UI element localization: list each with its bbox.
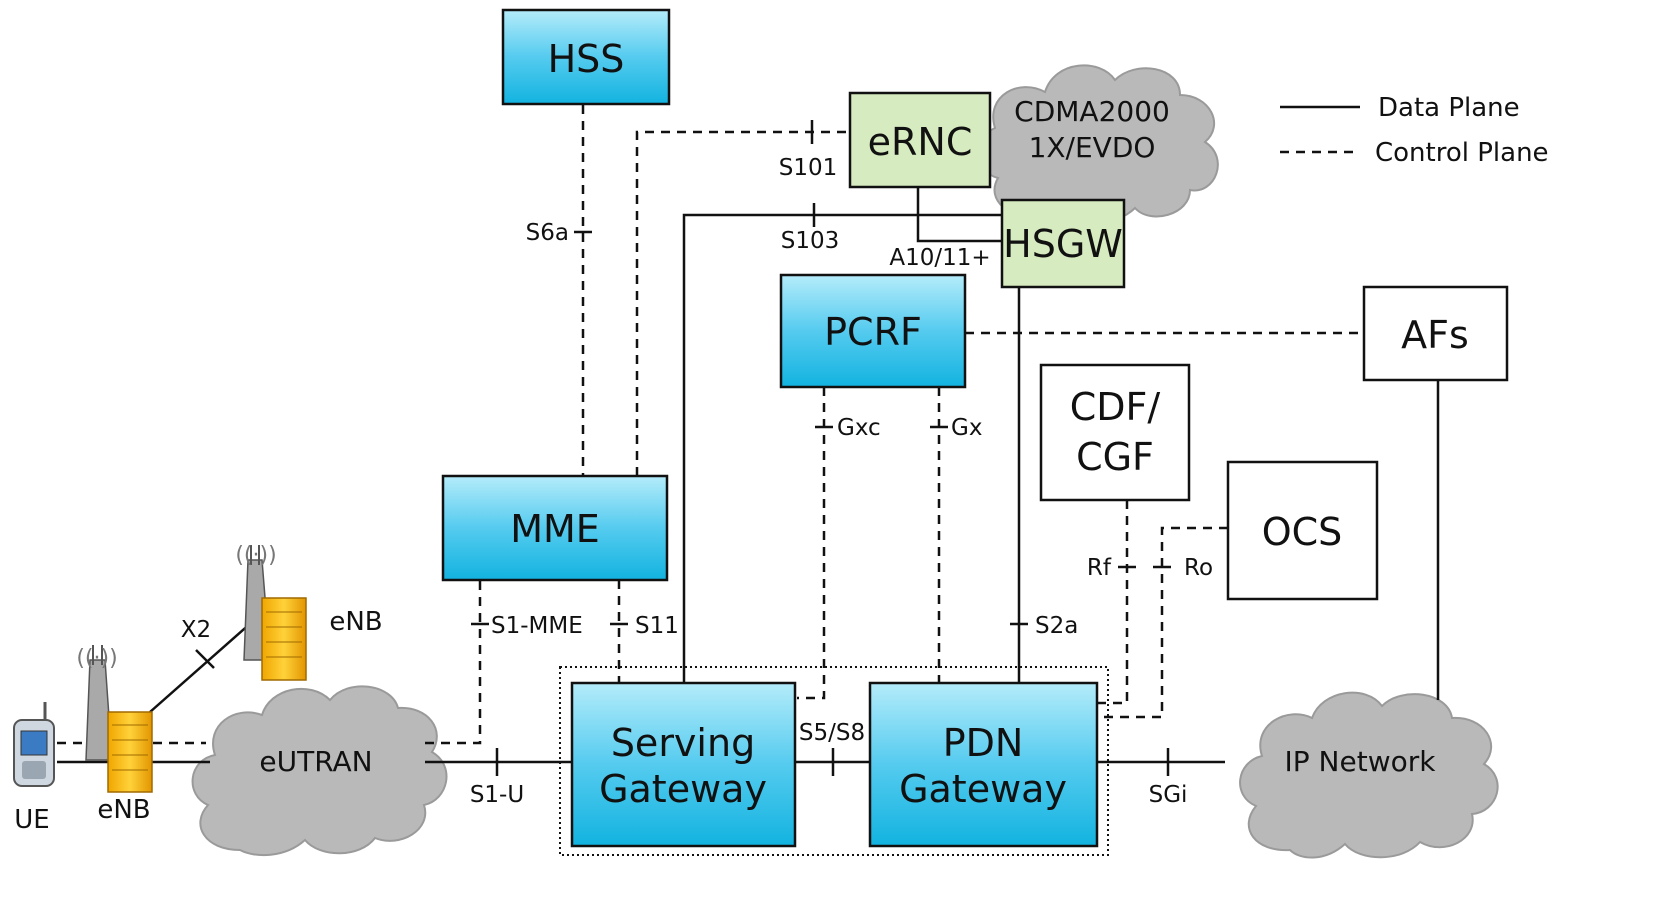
- afs-label: AFs: [1401, 313, 1469, 357]
- line-eutran-mme: [425, 580, 482, 745]
- gx-label: Gx: [951, 415, 982, 441]
- line-rf: [1097, 500, 1129, 705]
- line-s103: [682, 213, 1002, 683]
- s6a-label: S6a: [526, 220, 569, 246]
- hsgw-label: HSGW: [1003, 222, 1123, 266]
- svg-text:((·)): ((·)): [235, 543, 276, 568]
- line-ro: [1097, 526, 1228, 719]
- s1mme-label: S1-MME: [491, 613, 583, 639]
- cdf-label-2: CGF: [1076, 435, 1154, 479]
- line-gxc: [797, 387, 826, 700]
- ip-network-label: IP Network: [1285, 745, 1437, 778]
- pdn-gateway-node[interactable]: PDN Gateway: [868, 681, 1099, 848]
- cdma-label-1: CDMA2000: [1014, 95, 1170, 128]
- pgw-label-1: PDN: [943, 721, 1024, 765]
- legend-control-plane-label: Control Plane: [1375, 138, 1549, 168]
- s101-label: S101: [779, 155, 838, 181]
- line-s101: [635, 130, 850, 476]
- serving-gateway-node[interactable]: Serving Gateway: [570, 681, 797, 848]
- line-a10: [916, 188, 1002, 243]
- enb-upper-icon[interactable]: ((·)): [235, 543, 307, 681]
- s11-label: S11: [635, 613, 679, 639]
- x2-label: X2: [181, 617, 211, 643]
- s2a-label: S2a: [1035, 613, 1078, 639]
- line-x2: [149, 621, 253, 713]
- ue-label: UE: [14, 805, 49, 835]
- ip-network-cloud: [1239, 691, 1499, 859]
- gxc-label: Gxc: [837, 415, 881, 441]
- mme-label: MME: [510, 507, 600, 551]
- ernc-node[interactable]: eRNC: [848, 91, 992, 189]
- s5s8-label: S5/S8: [799, 720, 865, 746]
- gateway-group-box: [559, 666, 1109, 856]
- cdma-label-2: 1X/EVDO: [1029, 131, 1156, 164]
- hss-label: HSS: [548, 37, 625, 81]
- svg-text:((·)): ((·)): [76, 646, 117, 671]
- cdf-cgf-node[interactable]: CDF/ CGF: [1039, 363, 1191, 502]
- rf-label: Rf: [1087, 555, 1112, 581]
- enb-upper-label: eNB: [329, 607, 382, 637]
- afs-node[interactable]: AFs: [1362, 285, 1509, 382]
- a10-label: A10/11+: [889, 245, 990, 271]
- ernc-label: eRNC: [868, 120, 973, 164]
- pcrf-label: PCRF: [824, 310, 922, 354]
- s103-label: S103: [781, 228, 840, 254]
- mme-node[interactable]: MME: [441, 474, 669, 582]
- pgw-label-2: Gateway: [899, 767, 1067, 811]
- legend-data-plane-label: Data Plane: [1378, 93, 1520, 123]
- legend: Data Plane Control Plane: [1280, 93, 1549, 168]
- eutran-label: eUTRAN: [259, 745, 372, 778]
- eutran-cloud: [191, 685, 448, 857]
- ro-label: Ro: [1184, 555, 1213, 581]
- hsgw-node[interactable]: HSGW: [1000, 198, 1126, 289]
- sgi-label: SGi: [1149, 782, 1188, 808]
- pcrf-node[interactable]: PCRF: [779, 273, 967, 389]
- ocs-node[interactable]: OCS: [1226, 460, 1379, 601]
- hss-node[interactable]: HSS: [501, 8, 671, 106]
- cdf-label-1: CDF/: [1070, 385, 1161, 429]
- enb-lower-icon[interactable]: ((·)): [76, 645, 153, 793]
- ue-phone-icon[interactable]: [13, 702, 55, 787]
- sgw-label-1: Serving: [611, 721, 755, 765]
- ocs-label: OCS: [1262, 510, 1343, 554]
- sgw-label-2: Gateway: [599, 767, 767, 811]
- enb-lower-label: eNB: [97, 795, 150, 825]
- s1u-label: S1-U: [470, 782, 524, 808]
